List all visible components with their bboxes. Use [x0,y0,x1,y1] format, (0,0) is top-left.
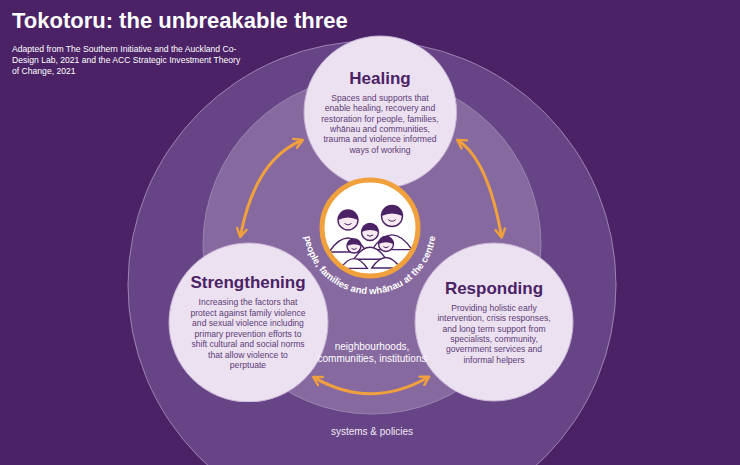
circle-content: RespondingProviding holistic early inter… [435,279,553,366]
connector-arrow [458,140,501,236]
centre-disc [323,181,417,275]
figure-face [347,239,361,253]
figure-hair [338,210,358,220]
circle-heading: Responding [435,279,553,299]
band-label: systems & policies [272,426,472,438]
systems-band: systems & policies neighbourhoods, commun… [127,40,617,465]
figure-smile [383,247,388,248]
circle-heading: Healing [321,69,439,89]
community-band: neighbourhoods, communities, institution… [202,75,542,415]
circle-fill [304,36,457,189]
figure-hair [347,239,361,246]
figure-face [362,224,379,241]
centre-circle: people, families and whānau at the centr… [296,154,444,302]
circle-content: StrengtheningIncreasing the factors that… [189,273,307,370]
diagram-title: Tokotoru: the unbreakable three [12,8,348,34]
figure-hair [382,206,403,217]
figure-face [338,210,358,230]
figure-smile [367,235,373,236]
centre-label: people, families and whānau at the centr… [302,235,437,296]
band-label: neighbourhoods, communities, institution… [305,341,439,365]
figure-hair [379,237,394,245]
responding-circle: RespondingProviding holistic early inter… [414,242,574,402]
connector-arrow [240,140,301,235]
band-fill [128,41,616,465]
circle-fill [415,243,573,401]
healing-circle: HealingSpaces and supports that enable h… [303,35,458,190]
circle-fill [169,243,328,402]
figure-face [382,206,403,227]
circle-heading: Strengthening [189,273,307,293]
source-note: Adapted from The Southern Initiative and… [12,44,244,78]
circle-body: Increasing the factors that protect agai… [189,297,307,370]
centre-label-path: people, families and whānau at the centr… [302,235,437,296]
connector-arrow [314,377,428,393]
figure-hair [362,224,379,232]
figure-smile [352,248,357,249]
figure-face [379,237,394,252]
family-figures [329,206,412,269]
centre-ring [322,180,418,276]
figure-smile [388,220,395,222]
centre-illustration: people, families and whānau at the centr… [296,154,444,302]
figure-smile [345,224,352,226]
circle-body: Spaces and supports that enable healing,… [321,93,439,156]
circle-body: Providing holistic early intervention, c… [435,303,553,366]
strengthening-circle: StrengtheningIncreasing the factors that… [168,242,329,403]
circle-content: HealingSpaces and supports that enable h… [321,69,439,156]
